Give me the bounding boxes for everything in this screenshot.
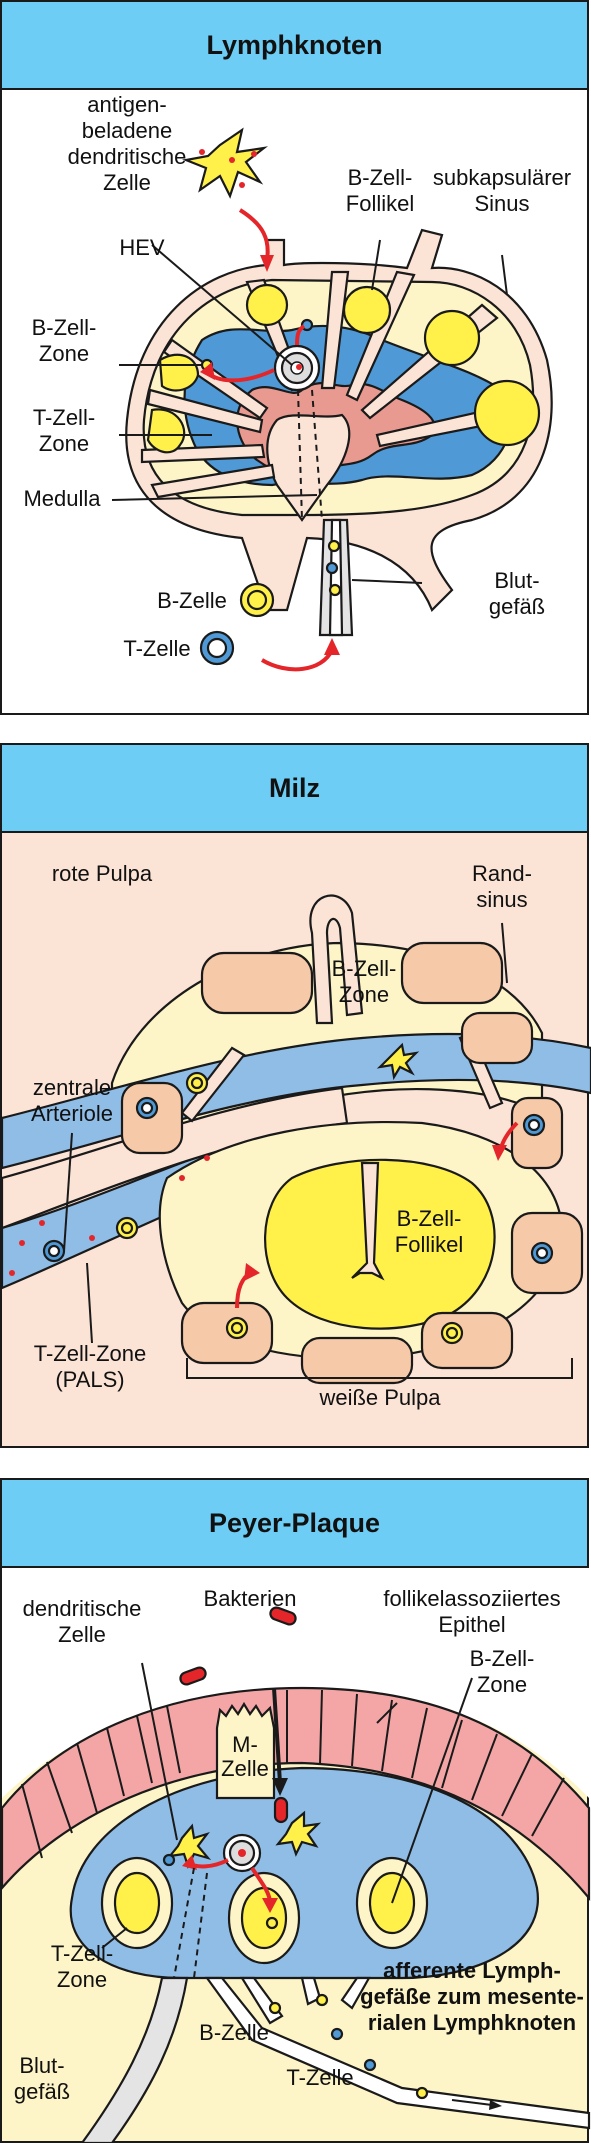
- label-afferent-3: rialen Lymphknoten: [368, 2010, 576, 2035]
- label-sinus-1: subkapsulärer: [433, 165, 571, 190]
- peyer-diagram: dendritische Zelle Bakterien follikelass…: [0, 1568, 591, 2143]
- label-weisse-pulpa: weiße Pulpa: [318, 1385, 441, 1410]
- label-antigen-3: dendritische: [68, 144, 187, 169]
- label-bfollikel-1: B-Zell-: [348, 165, 413, 190]
- label-tzone-2: Zone: [57, 1967, 107, 1992]
- label-bfollikel-1: B-Zell-: [397, 1206, 462, 1231]
- label-tzelle: T-Zelle: [286, 2065, 353, 2090]
- follicle-associated-epithelium: [0, 1686, 591, 1902]
- label-bzelle: B-Zelle: [157, 588, 227, 613]
- hev-vessel: [273, 344, 321, 392]
- label-epithel-2: Epithel: [438, 1612, 505, 1637]
- label-rand-1: Rand-: [472, 861, 532, 886]
- label-mzelle-1: M-: [232, 1732, 258, 1757]
- label-rand-2: sinus: [476, 887, 527, 912]
- label-bzone-1: B-Zell-: [32, 315, 97, 340]
- label-epithel-1: follikelassoziiertes: [383, 1586, 560, 1611]
- label-rote-pulpa: rote Pulpa: [52, 861, 153, 886]
- label-mzelle-2: Zelle: [221, 1756, 269, 1781]
- label-bzone-2: Zone: [477, 1672, 527, 1697]
- label-dendr-2: Zelle: [58, 1622, 106, 1647]
- label-bakterien: Bakterien: [204, 1586, 297, 1611]
- label-zentral-1: zentrale: [33, 1075, 111, 1100]
- afferent-lymph-vessels: [204, 1976, 591, 2130]
- milz-marginal-sinus: [120, 941, 584, 1385]
- lymph-title: Lymphknoten: [2, 2, 587, 90]
- epithel-cell-dividers: [21, 1689, 565, 1859]
- peyer-patch-illustration: dendritische Zelle Bakterien follikelass…: [0, 1568, 591, 2143]
- label-tzone-1: T-Zell-: [51, 1941, 113, 1966]
- label-pals-2: (PALS): [55, 1367, 124, 1392]
- lymph-pointer-lines: [111, 239, 508, 584]
- milz-pointer-lines: [63, 922, 573, 1379]
- label-blut-2: gefäß: [489, 594, 545, 619]
- milz-title: Milz: [2, 745, 587, 833]
- label-antigen-1: antigen-: [87, 92, 167, 117]
- label-tzone-1: T-Zell-: [33, 405, 95, 430]
- lymph-follicles: [146, 283, 541, 454]
- milz-diagram: rote Pulpa Rand- sinus B-Zell- Zone zent…: [0, 833, 591, 1446]
- label-bzone-1: B-Zell-: [332, 956, 397, 981]
- label-blut-1: Blut-: [19, 2053, 64, 2078]
- label-bfollikel-2: Follikel: [346, 191, 414, 216]
- m-cell: [215, 1701, 276, 1800]
- label-afferent-1: afferente Lymph-: [383, 1958, 561, 1983]
- label-blut-2: gefäß: [14, 2079, 70, 2104]
- peyer-panel: Peyer-Plaque: [0, 1478, 591, 2143]
- label-hev: HEV: [119, 235, 165, 260]
- label-pals-1: T-Zell-Zone: [34, 1341, 146, 1366]
- label-zentral-2: Arteriole: [31, 1101, 113, 1126]
- label-tzone-2: Zone: [39, 431, 89, 456]
- label-afferent-2: gefäße zum mesente-: [360, 1984, 584, 2009]
- label-bzone-2: Zone: [339, 982, 389, 1007]
- label-tzelle: T-Zelle: [123, 636, 190, 661]
- peyer-pointer-lines: [101, 1662, 473, 1949]
- label-dendr-1: dendritische: [23, 1596, 142, 1621]
- antigen-loaded-dendritic-cell: [182, 127, 268, 199]
- label-antigen-2: beladene: [82, 118, 173, 143]
- label-bzelle: B-Zelle: [199, 2020, 269, 2045]
- label-sinus-2: Sinus: [474, 191, 529, 216]
- label-antigen-4: Zelle: [103, 170, 151, 195]
- label-bzone-1: B-Zell-: [470, 1646, 535, 1671]
- spleen-illustration: rote Pulpa Rand- sinus B-Zell- Zone zent…: [0, 861, 591, 1410]
- peyer-follicles: [100, 1856, 429, 1965]
- lymph-medulla-core: [266, 413, 351, 522]
- label-bfollikel-2: Follikel: [395, 1232, 463, 1257]
- lymph-node-illustration: antigen- beladene dendritische Zelle B-Z…: [23, 92, 571, 672]
- label-bzone-2: Zone: [39, 341, 89, 366]
- milz-red-dots: [9, 1155, 210, 1276]
- lymph-panel: Lymphknoten: [0, 0, 589, 715]
- label-medulla: Medulla: [23, 486, 101, 511]
- label-blut-1: Blut-: [494, 568, 539, 593]
- lymph-blood-vessel-lumen: [328, 518, 344, 637]
- peyer-title: Peyer-Plaque: [2, 1480, 587, 1568]
- milz-panel: Milz: [0, 743, 591, 1448]
- peyer-blood-vessel: [80, 1976, 189, 2143]
- bacterium: [269, 1606, 297, 1626]
- lymph-diagram: antigen- beladene dendritische Zelle B-Z…: [2, 90, 587, 713]
